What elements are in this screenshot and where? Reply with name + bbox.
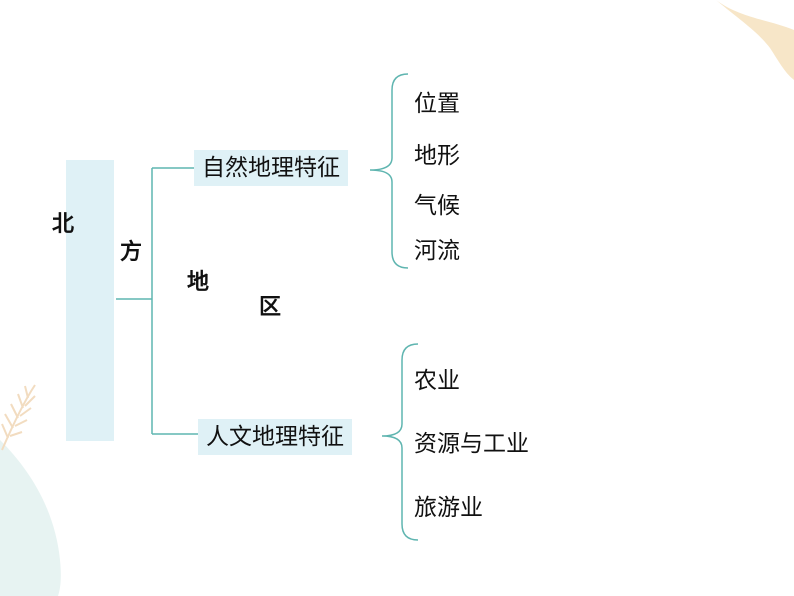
corner-blob-shape [716,0,794,80]
leaf-terrain: 地形 [414,143,460,169]
leaf-rivers: 河流 [414,238,460,264]
title-char-2: 方 [120,240,143,265]
leaf-resources-industry: 资源与工业 [414,431,529,457]
leaf-agriculture: 农业 [414,368,460,394]
leaf-decoration-icon [1,384,36,451]
title-char-1: 北 [52,212,75,237]
category-natural-features: 自然地理特征 [194,150,348,186]
title-char-3: 地 [187,270,210,295]
leaf-climate: 气候 [414,193,460,219]
category-human-features: 人文地理特征 [198,419,352,455]
title-char-4: 区 [259,295,282,320]
leaf-location: 位置 [414,91,460,117]
title-bar [66,160,114,441]
bottom-left-blob-shape [0,440,61,596]
leaf-tourism: 旅游业 [414,495,483,521]
